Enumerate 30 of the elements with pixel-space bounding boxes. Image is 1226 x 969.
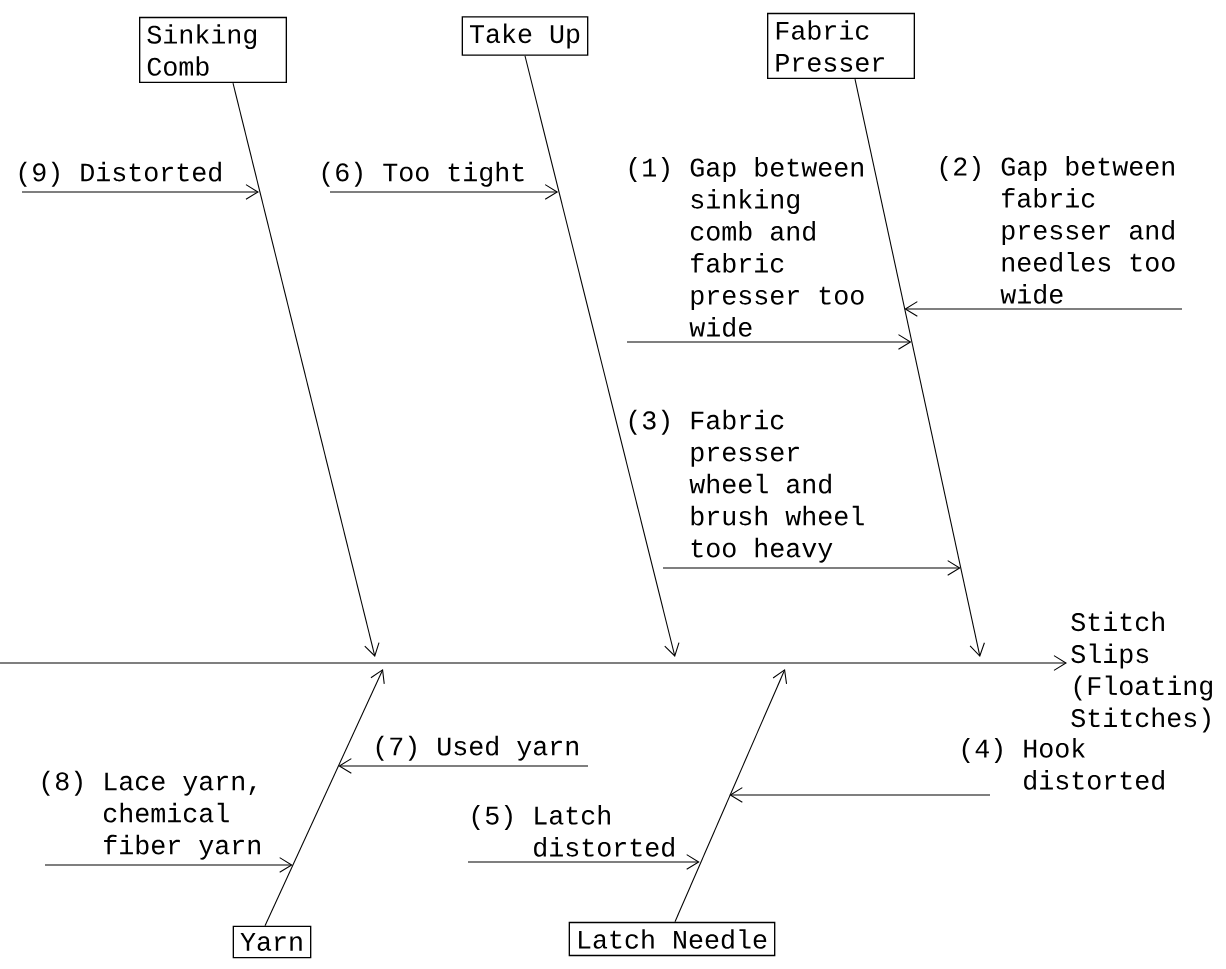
cause-label: (2) Gap between fabric presser and needles too wide [940, 156, 1175, 304]
cause-label: (3) Fabric presser wheel and brush wheel too heavy [629, 409, 864, 563]
arrow [329, 184, 559, 200]
effect-label: Stitch Slips (Floating Stitches) [1071, 611, 1212, 733]
arrow [467, 854, 700, 870]
arrow [626, 334, 912, 350]
spine-arrow [0, 655, 1067, 671]
arrow [854, 78, 985, 657]
category-box: Sinking Comb [139, 16, 287, 84]
cause-label: (6) Too tight [322, 161, 524, 187]
arrow [21, 184, 259, 200]
cause-label: (8) Lace yarn, chemical fiber yarn [42, 770, 260, 860]
category-box: Take Up [461, 16, 589, 56]
arrow [232, 82, 380, 657]
arrow [729, 787, 991, 803]
category-box: Yarn [232, 925, 312, 959]
cause-label: (4) Hook distorted [962, 738, 1164, 790]
cause-label: (1) Gap between sinking comb and fabric presser too wide [629, 157, 864, 337]
cause-label: (5) Latch distorted [472, 805, 674, 857]
arrow [674, 669, 788, 923]
arrow [662, 560, 961, 576]
cause-label: (7) Used yarn [376, 735, 578, 761]
category-box: Latch Needle [568, 921, 776, 957]
arrow [338, 758, 589, 774]
cause-label: (9) Distorted [19, 161, 221, 187]
category-box: Fabric Presser [767, 12, 915, 80]
arrow [44, 857, 293, 873]
arrow [264, 669, 385, 927]
arrow [904, 301, 1183, 317]
arrow [524, 55, 680, 657]
